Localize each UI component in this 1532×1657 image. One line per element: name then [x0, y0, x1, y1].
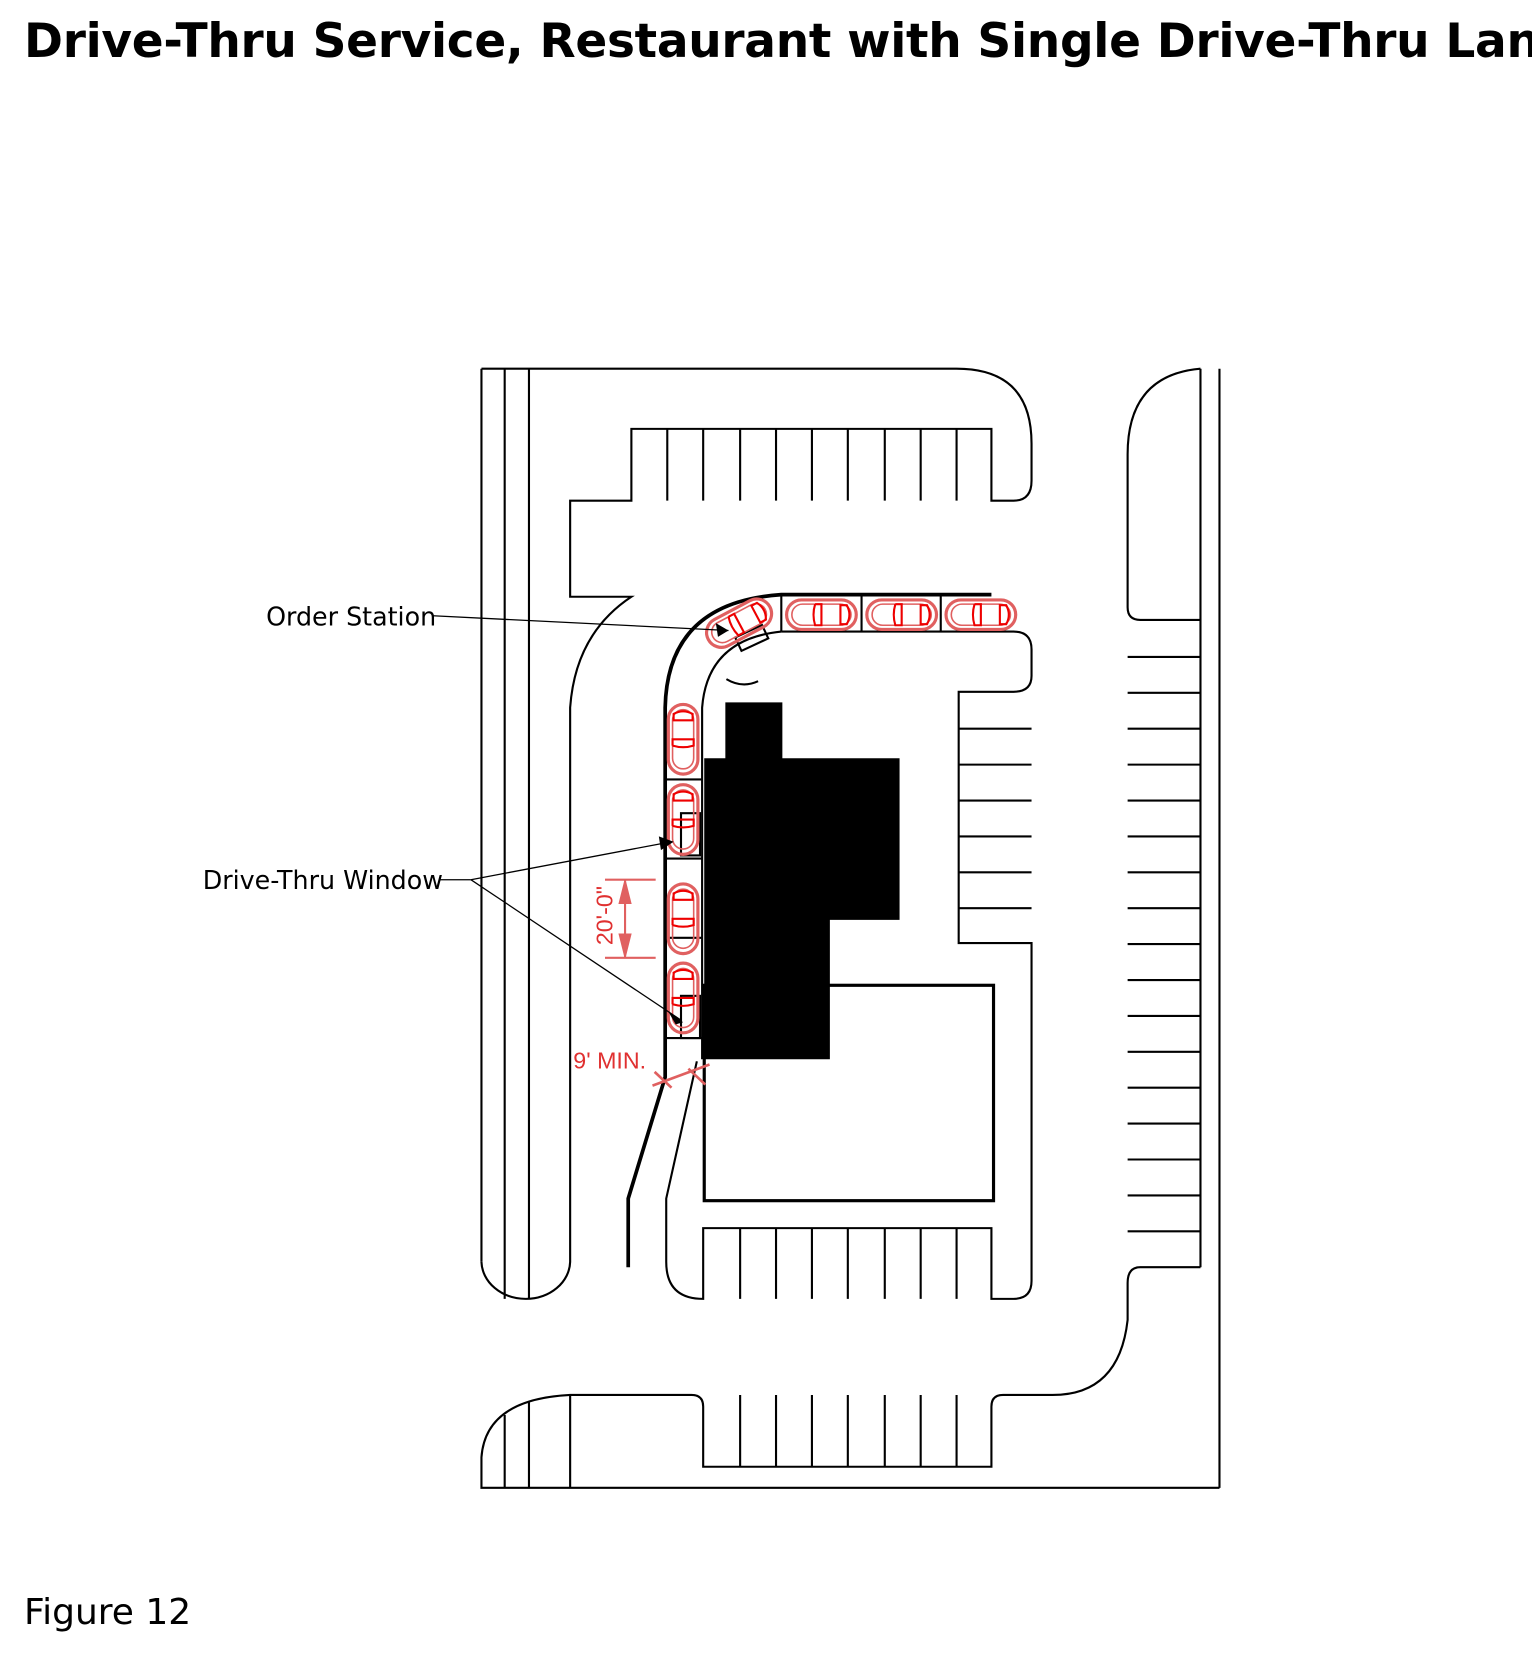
arrow-icon [715, 623, 729, 637]
arrow-icon [658, 836, 674, 851]
parking-row-center [958, 727, 1032, 910]
parking-row-right [1127, 655, 1201, 1233]
car-icon [865, 598, 939, 632]
car-icon [704, 597, 774, 649]
order-station-label: Order Station [266, 601, 436, 631]
dimension-20ft [604, 878, 656, 959]
page-title: Drive-Thru Service, Restaurant with Sing… [24, 14, 1532, 69]
parking-row-top [666, 428, 958, 501]
leader-lines [432, 615, 729, 1021]
site-outline [480, 367, 1221, 1489]
car-icon [666, 783, 700, 856]
restaurant-building [704, 702, 900, 1060]
car-icon [785, 598, 858, 632]
car-icon [666, 702, 700, 776]
arrow-icon [668, 1011, 684, 1025]
parking-row-lower [739, 1228, 958, 1299]
car-icon [666, 882, 700, 956]
queue-spacing-dimension: 20'-0" [591, 886, 617, 945]
building-footprint [702, 983, 996, 1203]
dimension-9ft [652, 1063, 710, 1089]
queued-cars [666, 597, 1018, 1035]
figure-label: Figure 12 [24, 1592, 192, 1633]
lane-width-dimension: 9' MIN. [573, 1048, 646, 1074]
car-icon [944, 598, 1018, 632]
drive-thru-window-label: Drive-Thru Window [203, 865, 443, 895]
car-icon [666, 961, 700, 1035]
parking-row-bottom [739, 1394, 958, 1467]
